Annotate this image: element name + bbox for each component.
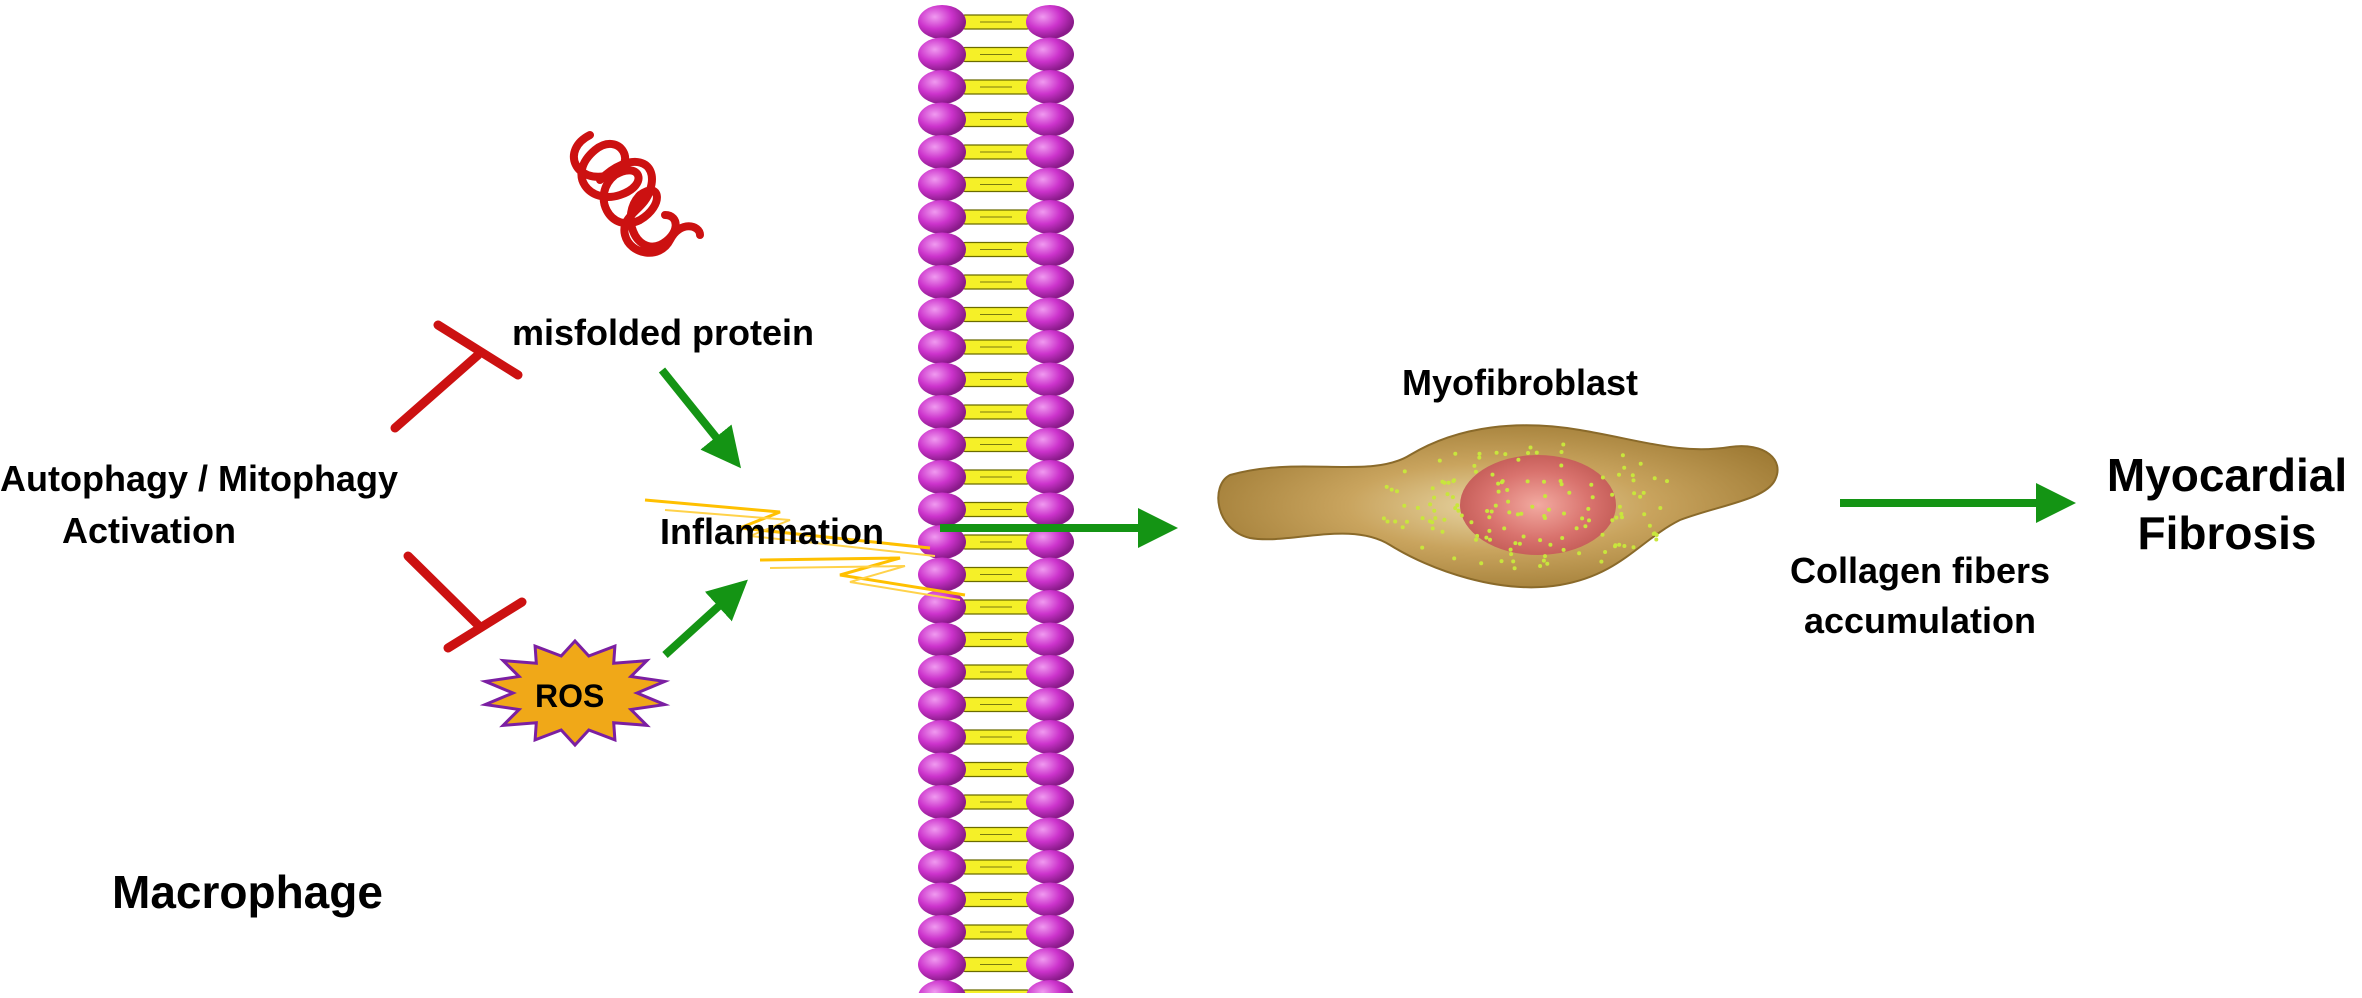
myocardial-fibrosis-line2: Fibrosis bbox=[2137, 507, 2317, 559]
membrane-phospholipid-heads bbox=[918, 5, 1074, 998]
membrane-lipid-tails bbox=[961, 14, 1031, 998]
misfolded-protein-icon bbox=[569, 131, 704, 257]
autophagy-label-line2: Activation bbox=[62, 510, 237, 551]
autophagy-label-line1: Autophagy / Mitophagy bbox=[0, 458, 398, 499]
collagen-label-line1: Collagen fibers bbox=[1789, 550, 2051, 591]
myofibroblast-label: Myofibroblast bbox=[1402, 362, 1639, 403]
inflammation-lightning bbox=[644, 498, 966, 601]
ros-starburst-icon bbox=[479, 638, 671, 748]
inflammation-label: Inflammation bbox=[660, 511, 885, 552]
misfolded-protein-label: misfolded protein bbox=[512, 312, 815, 353]
macrophage-label: Macrophage bbox=[112, 866, 383, 918]
myofibroblast-cell-icon bbox=[1217, 424, 1779, 589]
inhibition-bar-misfolded bbox=[390, 320, 523, 433]
arrow-misfolded-to-inflammation bbox=[658, 367, 742, 469]
arrow-ros-to-inflammation bbox=[662, 579, 748, 658]
myocardial-fibrosis-line1: Myocardial bbox=[2106, 449, 2348, 501]
ros-label: ROS bbox=[535, 678, 605, 714]
myocardial-fibrosis-label: Myocardial Fibrosis bbox=[2092, 446, 2362, 562]
collagen-label: Collagen fibers accumulation bbox=[1772, 546, 2068, 646]
inhibition-bar-ros bbox=[403, 551, 527, 653]
collagen-label-line2: accumulation bbox=[1803, 600, 2037, 641]
